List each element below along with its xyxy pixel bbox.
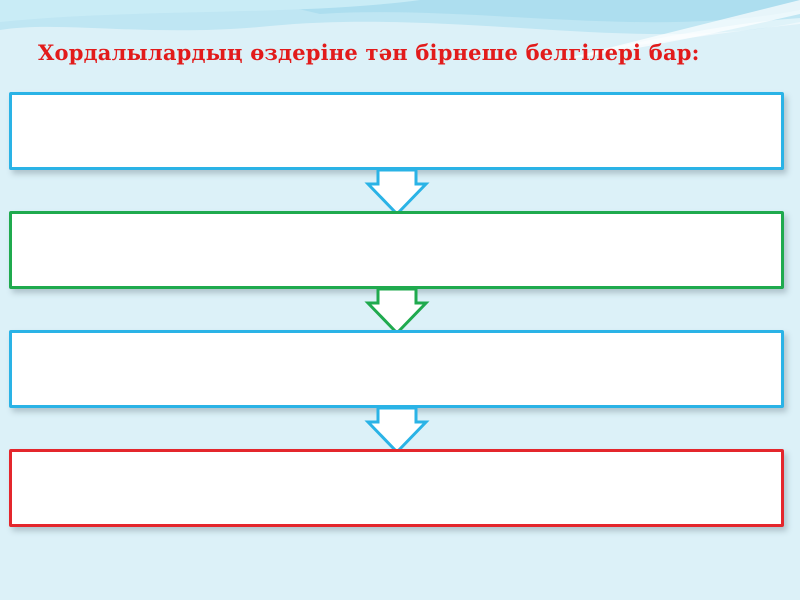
down-arrow-icon-1 [364,168,430,217]
flow-box-3-text [12,333,781,349]
flow-box-4-text [12,452,781,468]
flow-box-1-text [12,95,781,111]
down-arrow-icon-3 [364,406,430,455]
down-arrow-icon-2 [364,287,430,336]
slide-title: Хордалылардың өздеріне тән бірнеше белгі… [38,40,700,65]
flow-box-2 [9,211,784,289]
flow-box-2-text [12,214,781,230]
flow-box-1 [9,92,784,170]
flow-box-4 [9,449,784,527]
flow-box-3 [9,330,784,408]
